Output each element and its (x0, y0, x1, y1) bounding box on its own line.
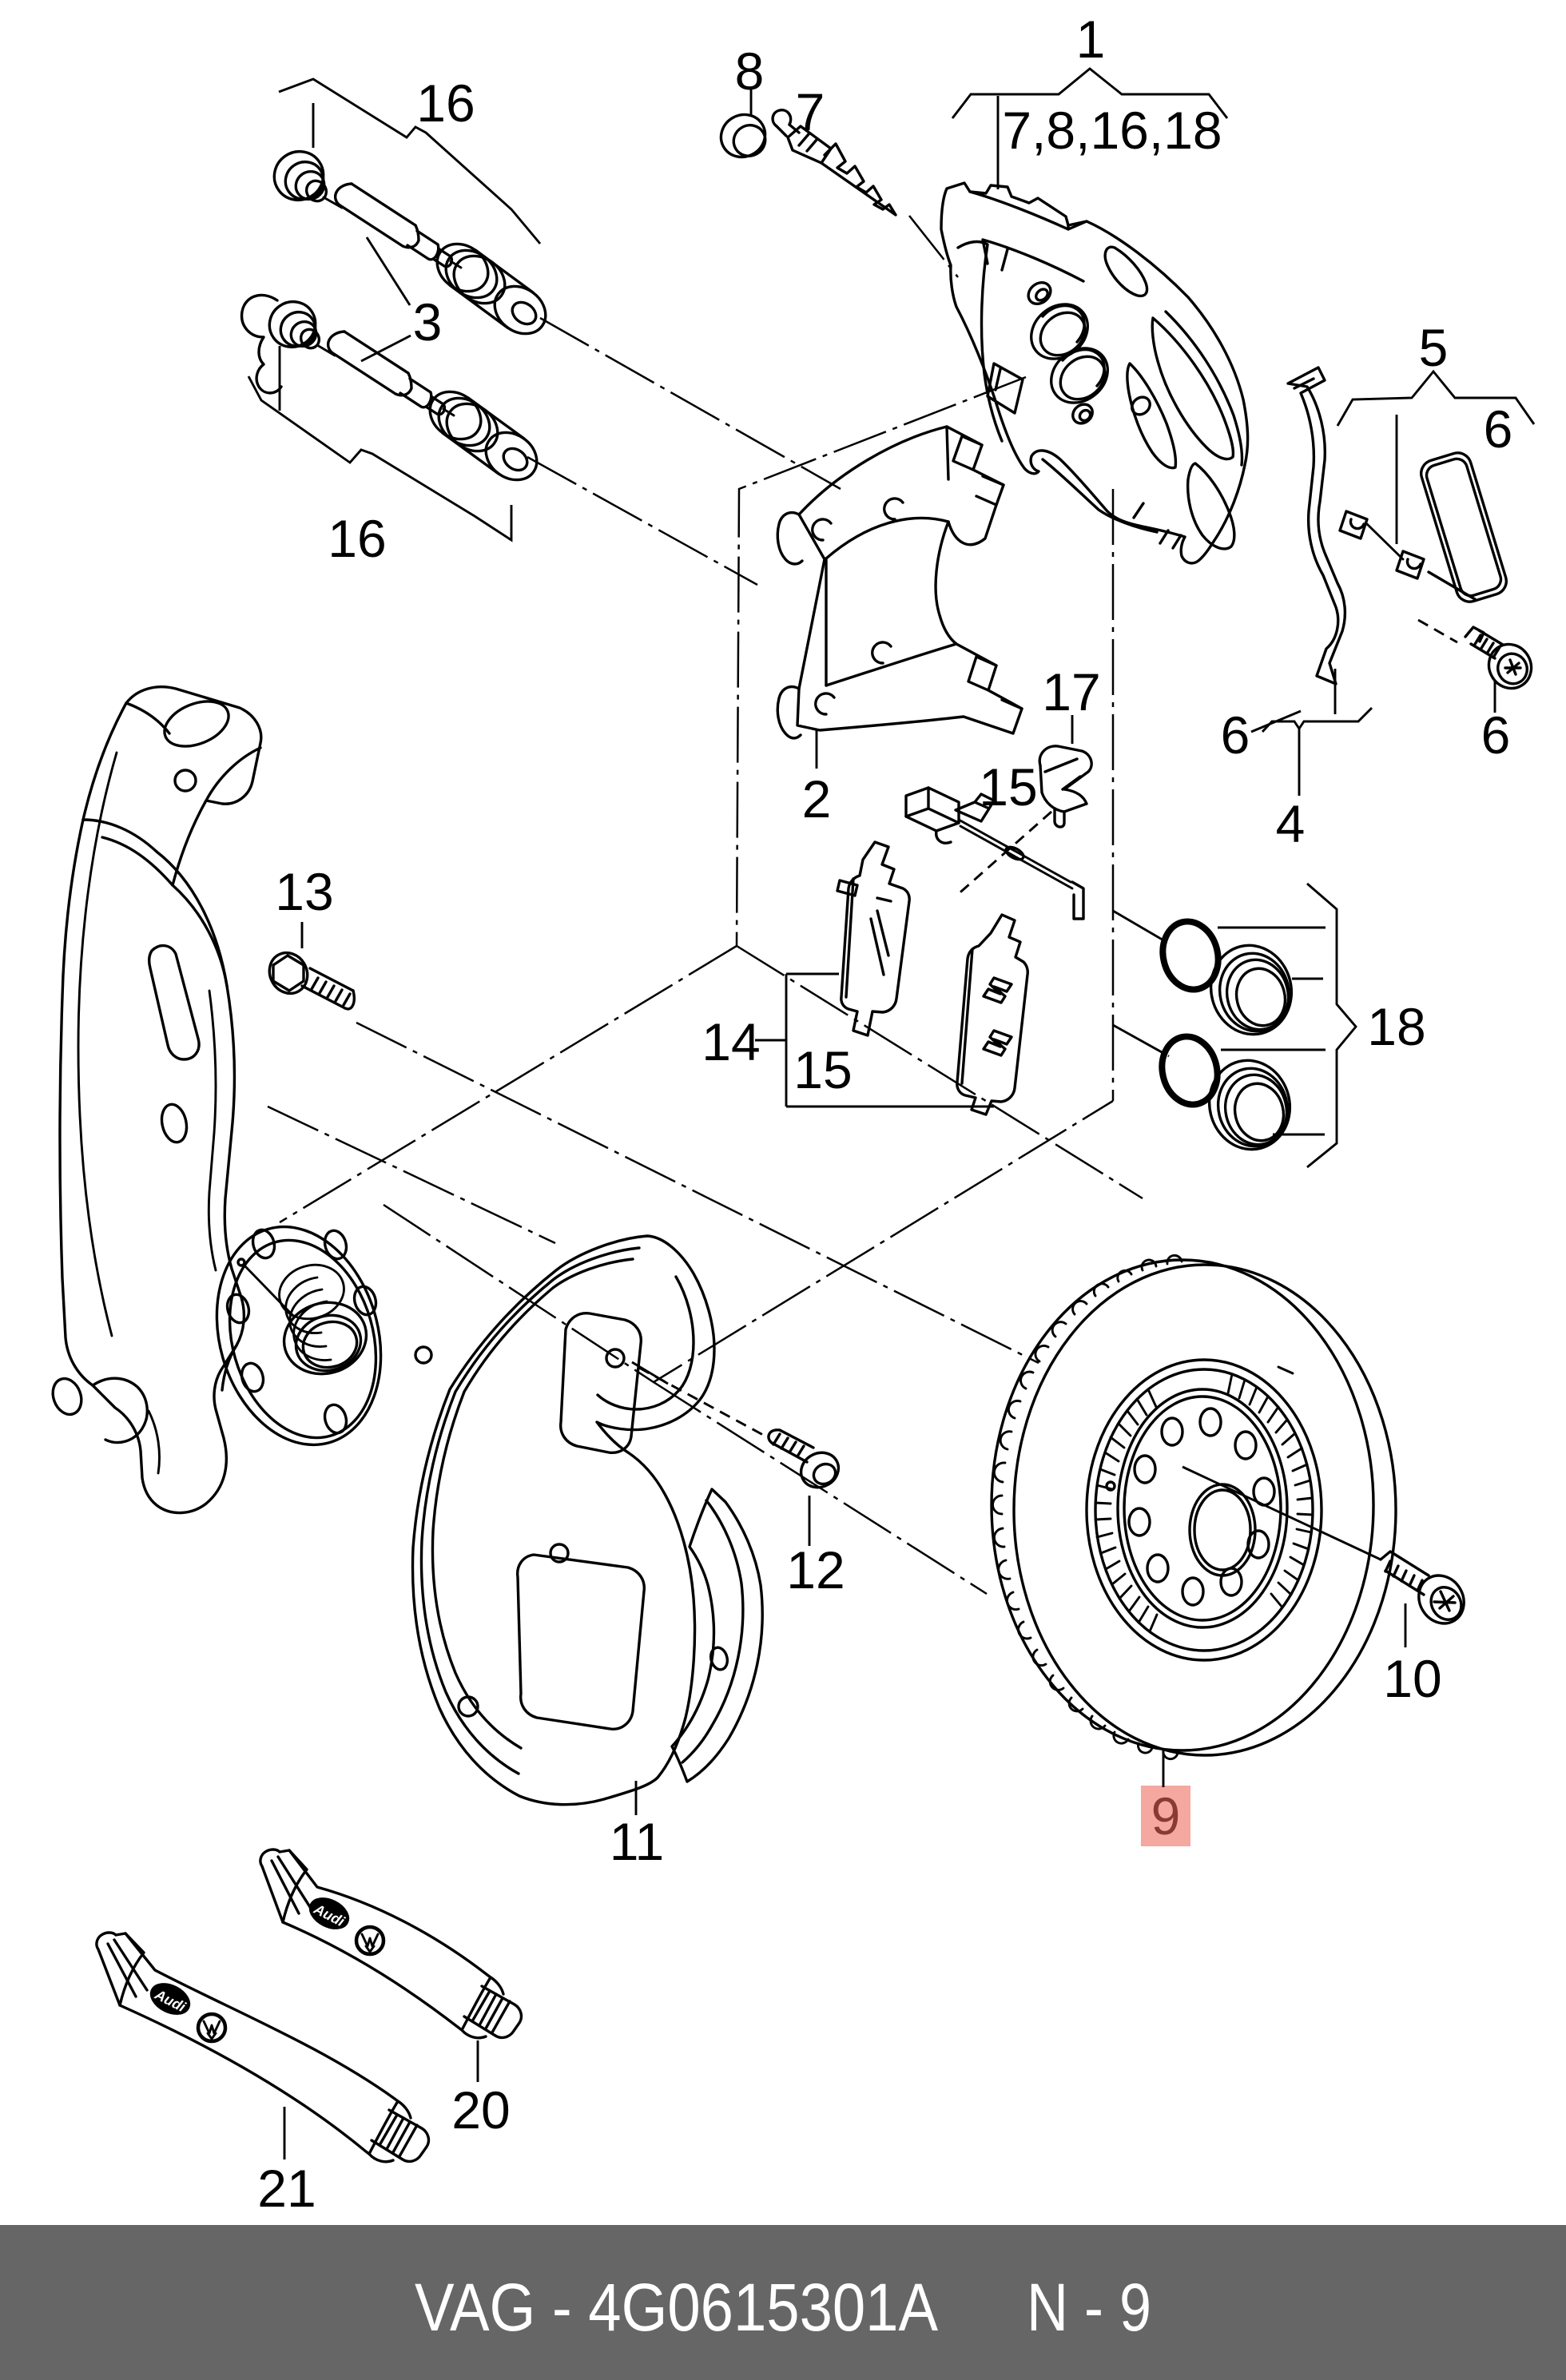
svg-text:6: 6 (1484, 399, 1513, 459)
svg-text:6: 6 (1481, 705, 1511, 765)
svg-text:11: 11 (610, 1812, 665, 1871)
svg-text:8: 8 (735, 42, 765, 101)
svg-text:9: 9 (1151, 1786, 1181, 1846)
svg-text:17: 17 (1042, 662, 1100, 721)
svg-text:10: 10 (1383, 1649, 1441, 1708)
svg-text:12: 12 (786, 1540, 845, 1599)
svg-text:13: 13 (275, 862, 333, 921)
svg-text:6: 6 (1221, 705, 1250, 765)
svg-text:18: 18 (1367, 997, 1425, 1056)
svg-text:1: 1 (1076, 10, 1106, 69)
svg-text:16: 16 (416, 74, 475, 133)
svg-text:21: 21 (257, 2159, 316, 2218)
svg-text:16: 16 (328, 509, 386, 568)
svg-text:14: 14 (702, 1012, 760, 1071)
svg-text:VAG - 4G0615301A: VAG - 4G0615301A (415, 2270, 938, 2345)
svg-text:4: 4 (1276, 794, 1306, 853)
svg-text:N - 9: N - 9 (1027, 2270, 1151, 2345)
svg-text:7: 7 (796, 82, 825, 141)
svg-text:20: 20 (451, 2080, 510, 2140)
svg-text:3: 3 (413, 292, 443, 352)
svg-text:5: 5 (1419, 318, 1449, 377)
svg-text:7,8,16,18: 7,8,16,18 (1002, 101, 1222, 160)
svg-text:2: 2 (802, 769, 832, 828)
svg-text:15: 15 (793, 1040, 852, 1099)
